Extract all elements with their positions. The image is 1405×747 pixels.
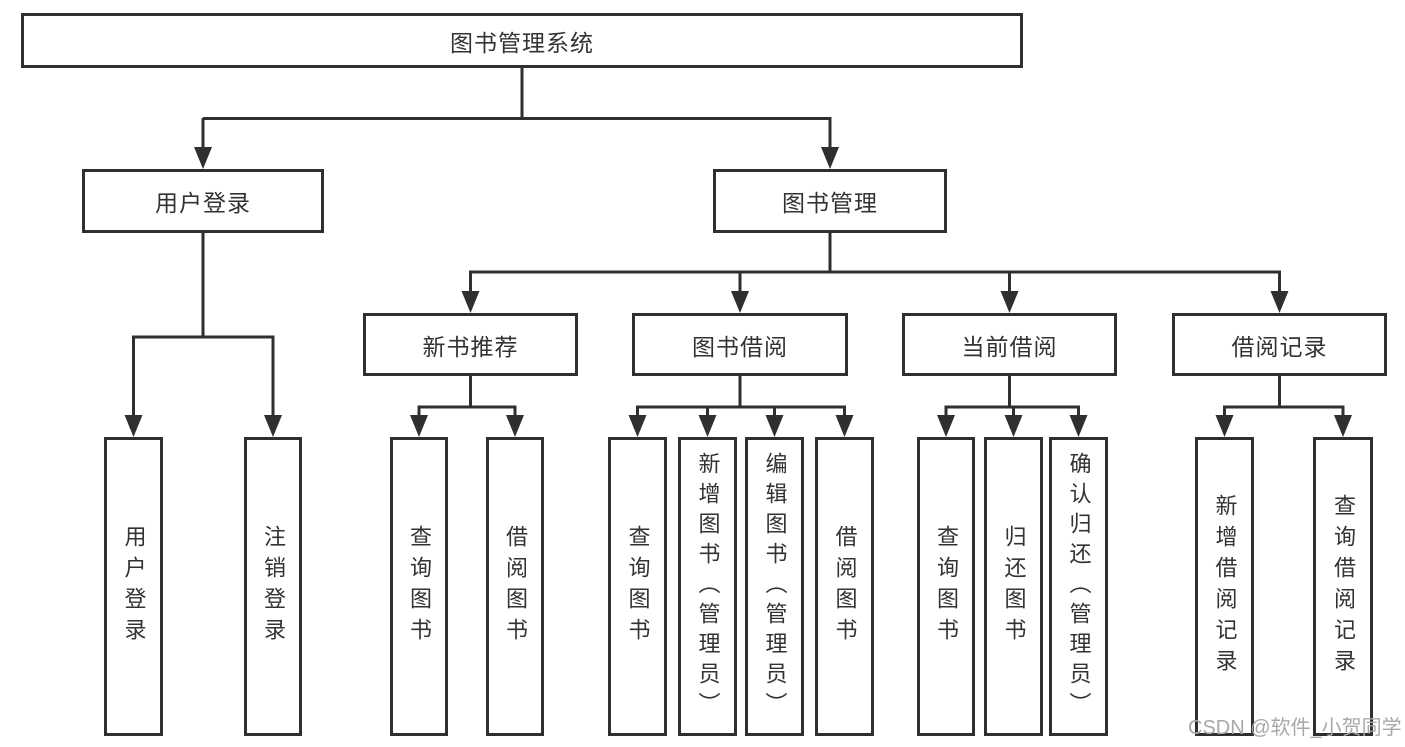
leaf-query-books-current: 查询图书: [917, 437, 975, 736]
leaf-query-borrow-record: 查询借阅记录: [1313, 437, 1373, 736]
node-label: 用户登录: [155, 190, 251, 216]
node-label: 查询借阅记录: [1331, 493, 1356, 680]
node-label: 查询图书: [407, 524, 432, 649]
node-label: 查询图书: [625, 524, 651, 649]
leaf-query-books-borrow: 查询图书: [608, 437, 667, 736]
node-current-borrowing: 当前借阅: [902, 313, 1117, 376]
node-label: 确认归还（管理员）: [1066, 451, 1092, 722]
branch-current-borrow-children: [937, 376, 1088, 437]
branch-book-management-children: [461, 233, 1289, 313]
watermark: CSDN @软件_小贺同学: [1188, 717, 1402, 739]
branch-new-book-children: [410, 376, 524, 437]
node-label: 注销登录: [261, 524, 286, 649]
node-label: 新增图书（管理员）: [695, 451, 721, 722]
leaf-borrow-books-new: 借阅图书: [486, 437, 544, 736]
leaf-borrow-books: 借阅图书: [815, 437, 874, 736]
node-book-borrowing: 图书借阅: [632, 313, 848, 376]
node-label: 借阅图书: [832, 524, 858, 649]
node-borrowing-records: 借阅记录: [1172, 313, 1387, 376]
node-label: 归还图书: [1001, 524, 1027, 649]
leaf-user-login: 用户登录: [104, 437, 163, 736]
leaf-add-book-admin: 新增图书（管理员）: [678, 437, 737, 736]
node-label: 借阅记录: [1231, 333, 1328, 360]
leaf-query-books-new: 查询图书: [390, 437, 448, 736]
leaf-edit-book-admin: 编辑图书（管理员）: [745, 437, 804, 736]
branch-borrow-records-children: [1215, 376, 1352, 437]
node-label: 借阅图书: [503, 524, 528, 649]
node-label: 用户登录: [121, 524, 147, 649]
node-label: 图书管理系统: [450, 29, 594, 56]
branch-user-login-children: [124, 233, 282, 437]
leaf-confirm-return-admin: 确认归还（管理员）: [1049, 437, 1108, 736]
node-label: 新增借阅记录: [1212, 493, 1238, 680]
node-label: 新书推荐: [422, 333, 519, 360]
leaf-logout: 注销登录: [244, 437, 302, 736]
node-label: 查询图书: [934, 524, 959, 649]
branch-book-borrow-children: [628, 376, 854, 437]
node-label: 编辑图书（管理员）: [762, 451, 788, 722]
node-label: 当前借阅: [961, 333, 1058, 360]
node-library-system: 图书管理系统: [21, 13, 1023, 68]
node-label: 图书借阅: [692, 333, 788, 360]
branch-root-to-level2: [194, 68, 839, 169]
node-book-management: 图书管理: [713, 169, 947, 233]
leaf-return-book: 归还图书: [984, 437, 1043, 736]
leaf-add-borrow-record: 新增借阅记录: [1195, 437, 1254, 736]
node-user-login: 用户登录: [82, 169, 324, 233]
node-new-book-recommendation: 新书推荐: [363, 313, 578, 376]
node-label: 图书管理: [782, 190, 878, 216]
